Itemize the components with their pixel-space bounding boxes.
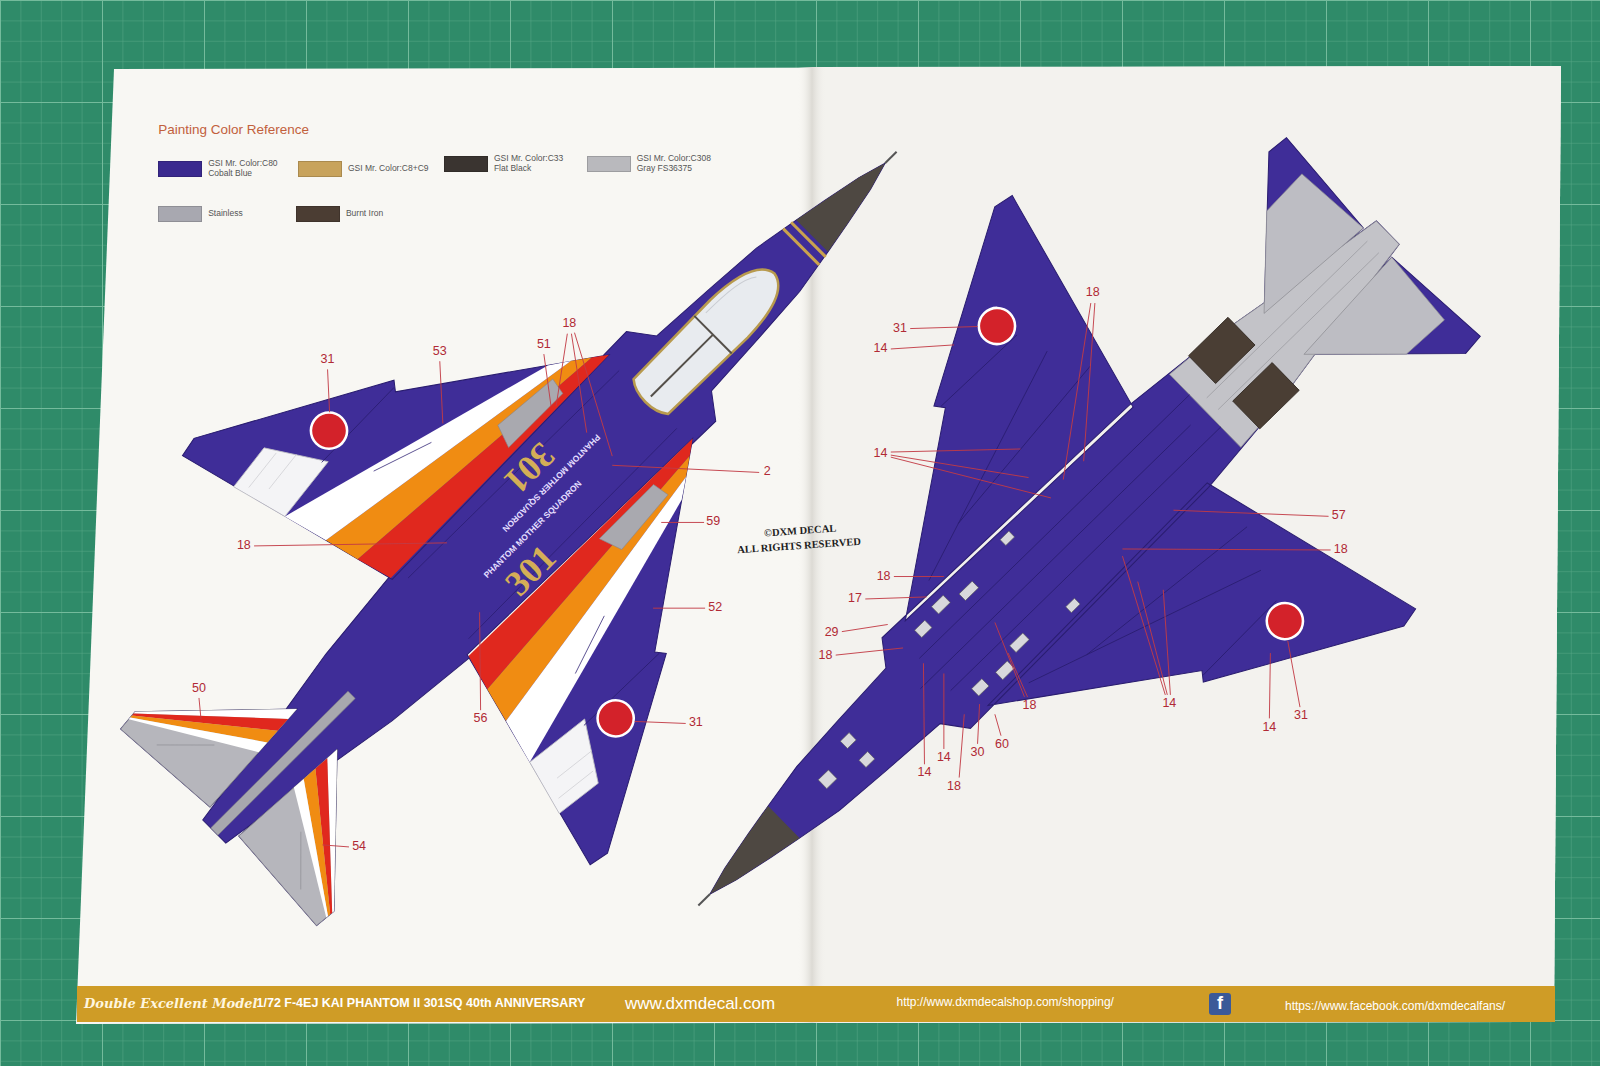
callout-number: 18 xyxy=(819,649,833,663)
callout-number: 14 xyxy=(874,342,888,356)
callout-number: 31 xyxy=(321,353,335,367)
facebook-address: https://www.facebook.com/dxmdecalfans/ xyxy=(1285,1000,1505,1013)
callout-number: 14 xyxy=(937,751,951,765)
facebook-letter: f xyxy=(1217,994,1223,1014)
facebook-icon: f xyxy=(1209,993,1231,1015)
callout-number: 14 xyxy=(874,447,888,461)
callout-number: 18 xyxy=(1334,543,1348,557)
legend-text: GSI Mr. Color:C33 Flat Black xyxy=(494,154,574,174)
callout-number: 18 xyxy=(562,317,576,331)
callout-number: 17 xyxy=(848,592,862,606)
callout-number: 53 xyxy=(433,345,447,359)
callout-number: 52 xyxy=(708,601,722,615)
sheet-title: 1/72 F-4EJ KAI PHANTOM II 301SQ 40th ANN… xyxy=(257,997,586,1011)
callout-number: 18 xyxy=(1023,699,1037,713)
callout-number: 31 xyxy=(1294,709,1308,723)
callout-number: 56 xyxy=(474,712,488,726)
legend-text: GSI Mr. Color:C8+C9 xyxy=(348,164,448,174)
legend-text: Burnt Iron xyxy=(346,209,426,219)
footer-band: f Double Excellent Model1/72 F-4EJ KAI PH… xyxy=(77,986,1555,1022)
callout-number: 57 xyxy=(1332,509,1346,523)
callout-number: 51 xyxy=(537,338,551,352)
color-swatch xyxy=(158,206,202,222)
callout-number: 50 xyxy=(192,682,206,696)
legend-text: GSI Mr. Color:C308 Gray FS36375 xyxy=(637,154,727,174)
callout-number: 2 xyxy=(764,465,771,479)
color-swatch xyxy=(158,161,202,177)
legend-text: Stainless xyxy=(208,209,288,219)
callout-number: 60 xyxy=(995,738,1009,752)
callout-number: 54 xyxy=(352,840,366,854)
color-swatch xyxy=(298,161,342,177)
callout-number: 14 xyxy=(1162,697,1176,711)
callout-number: 30 xyxy=(971,746,985,760)
callout-number: 18 xyxy=(1086,286,1100,300)
color-swatch xyxy=(296,206,340,222)
callout-number: 29 xyxy=(825,626,839,640)
callout-number: 59 xyxy=(706,515,720,529)
shop-address: http://www.dxmdecalshop.com/shopping/ xyxy=(897,996,1114,1009)
color-swatch xyxy=(587,156,631,172)
callout-number: 31 xyxy=(893,322,907,336)
brand-name: Double Excellent Model xyxy=(84,997,258,1011)
callout-number: 31 xyxy=(689,716,703,730)
color-swatch xyxy=(444,156,488,172)
legend-title: Painting Color Reference xyxy=(158,123,309,138)
callout-number: 18 xyxy=(947,780,961,794)
callout-number: 14 xyxy=(917,766,931,780)
legend-text: GSI Mr. Color:C80 Cobalt Blue xyxy=(208,159,300,179)
leader-lines xyxy=(199,303,1331,847)
callout-number: 18 xyxy=(237,539,251,553)
callout-number: 18 xyxy=(877,570,891,584)
web-address: www.dxmdecal.com xyxy=(625,995,775,1014)
callout-number: 14 xyxy=(1262,721,1276,735)
